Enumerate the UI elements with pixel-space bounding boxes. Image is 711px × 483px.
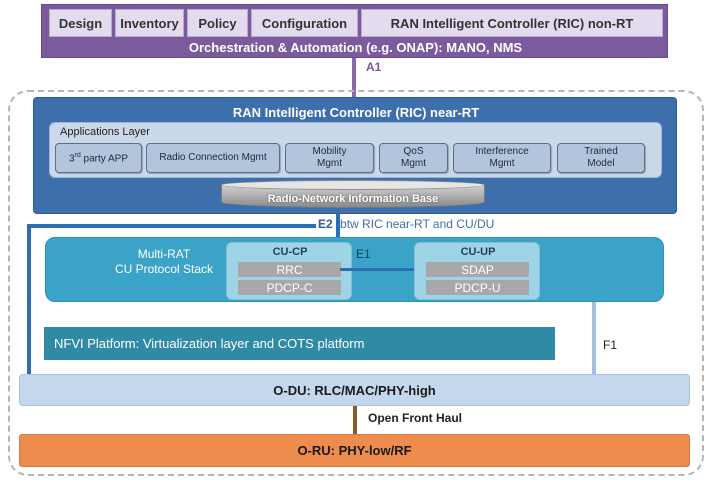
cu-up-panel: CU-UP SDAP PDCP-U <box>414 242 540 300</box>
rnib-label: Radio-Network Information Base <box>267 193 439 205</box>
policy-tab: Policy <box>187 9 248 37</box>
rrc-block: RRC <box>238 262 341 277</box>
e2-label: E2 :btw RIC near-RT and CU/DU <box>318 217 495 231</box>
rnib-cylinder-top <box>221 180 485 190</box>
cu-cp-title: CU-CP <box>272 246 308 258</box>
app-radio-connection-mgmt: Radio Connection Mgmt <box>146 143 280 173</box>
pdcp-c-block: PDCP-C <box>238 280 341 295</box>
orchestration-subtitle: Orchestration & Automation (e.g. ONAP): … <box>188 39 523 55</box>
ric-near-rt-block: RAN Intelligent Controller (RIC) near-RT… <box>33 97 677 214</box>
ric-near-rt-title: RAN Intelligent Controller (RIC) near-RT <box>232 104 480 120</box>
design-tab: Design <box>49 9 112 37</box>
cu-cp-panel: CU-CP RRC PDCP-C <box>226 242 352 300</box>
e2-line-horizontal <box>27 224 316 228</box>
e2-line-to-cu <box>336 214 340 238</box>
f1-label: F1 <box>603 338 618 352</box>
o-du-block: O-DU: RLC/MAC/PHY-high <box>19 374 690 406</box>
configuration-tab: Configuration <box>251 9 358 37</box>
pdcp-u-block: PDCP-U <box>426 280 529 295</box>
app-third-party: 3rd party APP <box>55 143 142 173</box>
ric-non-rt-tab: RAN Intelligent Controller (RIC) non-RT <box>361 9 663 37</box>
cu-up-title: CU-UP <box>460 246 496 258</box>
o-ru-block: O-RU: PHY-low/RF <box>19 434 690 467</box>
cu-protocol-stack: Multi-RAT CU Protocol Stack CU-CP RRC PD… <box>45 237 664 302</box>
fronthaul-connector <box>353 406 357 434</box>
cu-stack-title: Multi-RAT CU Protocol Stack <box>114 247 214 276</box>
a1-connector <box>352 58 356 98</box>
e2-line-to-du <box>27 224 31 374</box>
fronthaul-label: Open Front Haul <box>368 411 462 425</box>
nfvi-platform: NFVI Platform: Virtualization layer and … <box>44 327 555 360</box>
orchestration-block: Design Inventory Policy Configuration RA… <box>41 4 668 58</box>
sdap-block: SDAP <box>426 262 529 277</box>
inventory-tab: Inventory <box>115 9 184 37</box>
f1-connector <box>592 302 596 374</box>
applications-layer: Applications Layer 3rd party APP Radio C… <box>49 122 662 178</box>
e1-label: E1 <box>356 247 371 261</box>
a1-label: A1 <box>366 60 382 74</box>
e1-connector <box>340 268 414 271</box>
oran-boundary <box>8 90 704 476</box>
applications-layer-label: Applications Layer <box>60 126 150 138</box>
